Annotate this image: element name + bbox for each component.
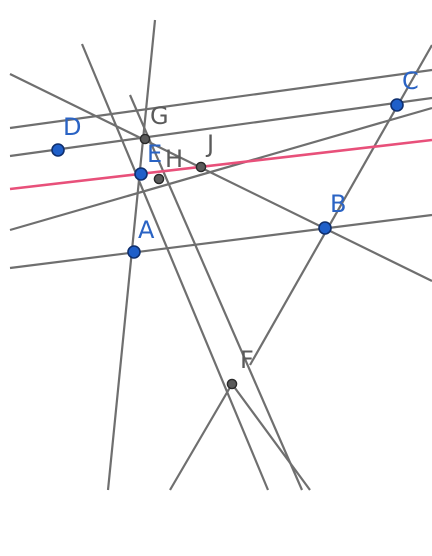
labels-layer: A B C D E F GHJ xyxy=(63,67,419,374)
point-c[interactable] xyxy=(390,98,404,112)
lines-layer xyxy=(9,19,432,491)
point-e[interactable] xyxy=(134,167,148,181)
point-f[interactable] xyxy=(226,378,238,390)
line-a-f[interactable] xyxy=(80,43,270,491)
point-h[interactable] xyxy=(153,173,165,185)
line-g-c[interactable] xyxy=(9,68,432,130)
point-g[interactable] xyxy=(139,133,151,145)
line-d-c[interactable] xyxy=(9,96,432,158)
points-layer xyxy=(51,98,404,390)
label-j: J xyxy=(205,130,214,158)
line-h-f[interactable] xyxy=(128,94,304,491)
line-b-c[interactable] xyxy=(249,44,432,366)
label-a: A xyxy=(138,216,155,244)
line-f-lower-right[interactable] xyxy=(231,383,311,491)
label-d: D xyxy=(63,113,81,141)
line-e-b[interactable] xyxy=(9,106,432,232)
label-h: H xyxy=(165,145,183,173)
highlighted-line[interactable] xyxy=(9,138,432,191)
line-f-lower-left[interactable] xyxy=(169,383,233,491)
label-e: E xyxy=(147,140,162,168)
label-b: B xyxy=(330,190,346,218)
point-a[interactable] xyxy=(127,245,141,259)
label-g: G xyxy=(150,102,169,130)
label-f: F xyxy=(240,346,254,374)
line-d-b[interactable] xyxy=(9,73,432,282)
label-c: C xyxy=(402,67,419,95)
line-a-b[interactable] xyxy=(9,213,432,270)
point-j[interactable] xyxy=(195,161,207,173)
point-d[interactable] xyxy=(51,143,65,157)
point-b[interactable] xyxy=(318,221,332,235)
